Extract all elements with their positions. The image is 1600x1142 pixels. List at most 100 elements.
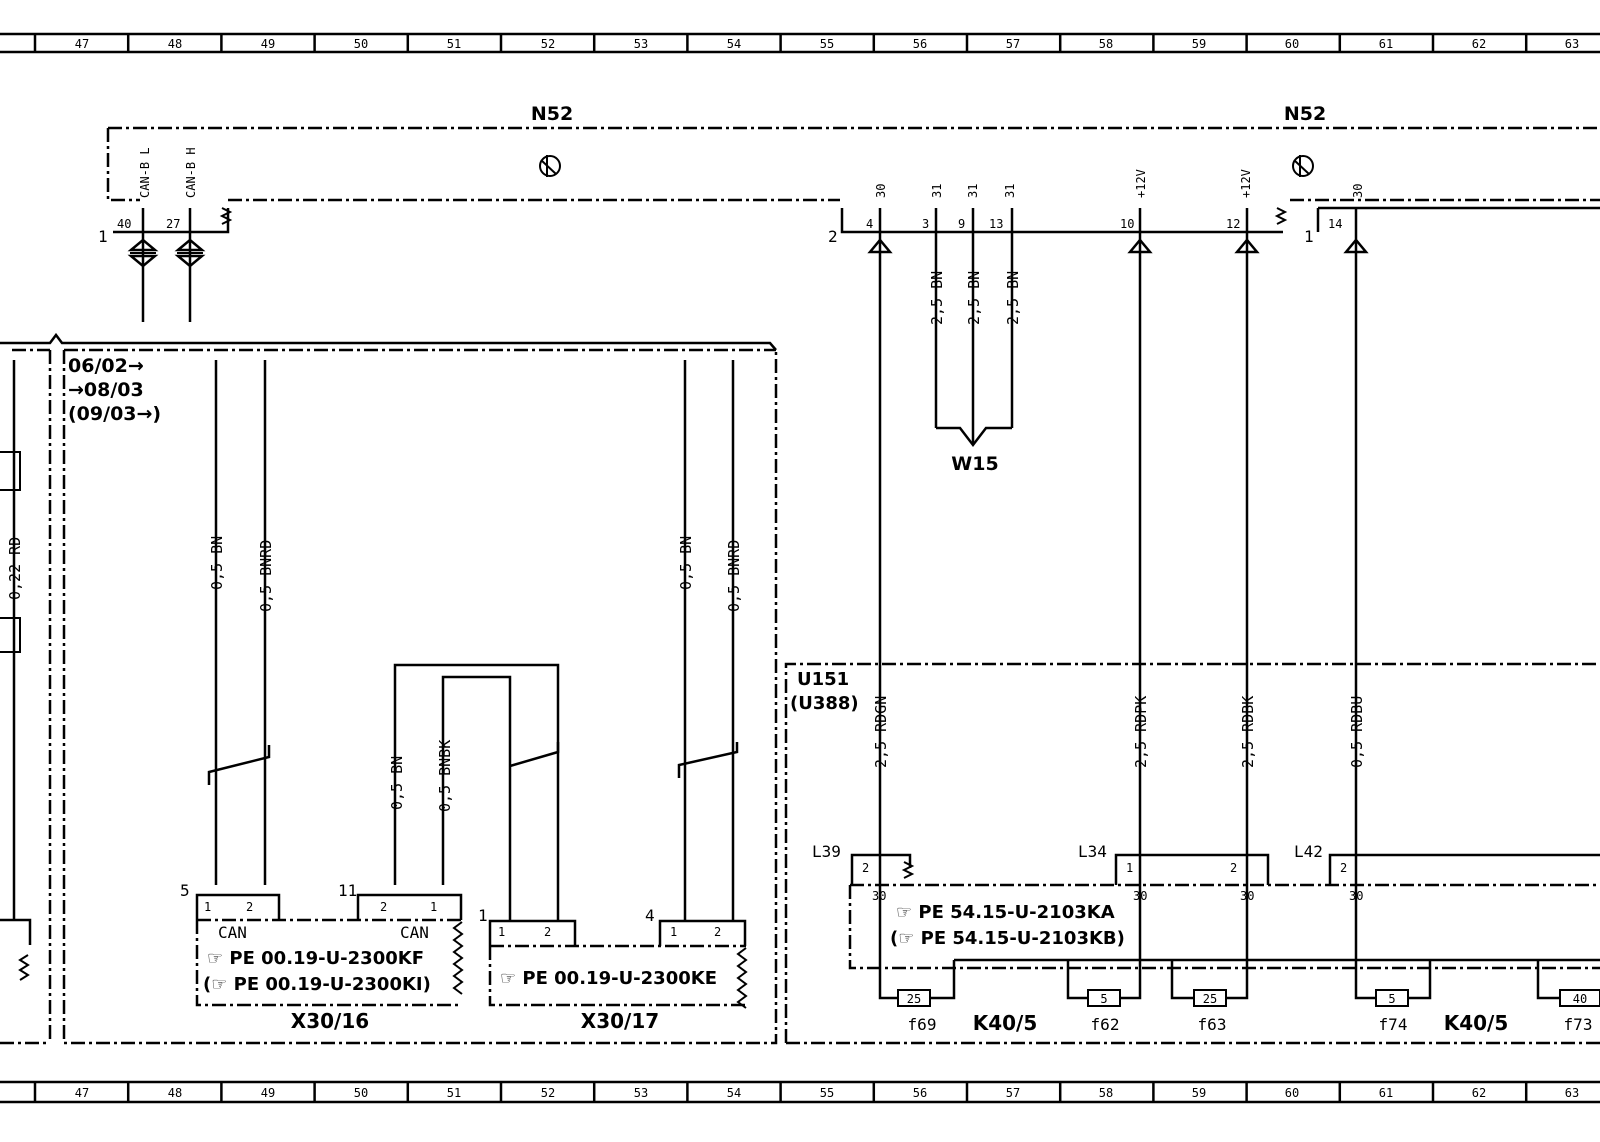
connector-label-l34: L34: [1078, 842, 1107, 861]
pin-number: 2: [714, 925, 721, 939]
ruler-number: 58: [1099, 37, 1113, 51]
pin-number: 2: [246, 900, 253, 914]
connector-number: 1: [478, 906, 488, 925]
pin-number: 10: [1120, 217, 1134, 231]
pin-number: 4: [866, 217, 873, 231]
ruler-number: 59: [1192, 1086, 1206, 1100]
pin-signal: CAN-B L: [138, 147, 152, 198]
fuse-rating: 5: [1100, 992, 1107, 1006]
wire-label: 2,5 BN: [1004, 271, 1022, 325]
can-bus-wires: [127, 208, 206, 322]
power-wires: 2,5 RDGN 2,5 RDPK 2,5 RDBK 0,5 RDBU: [867, 208, 1369, 885]
u388-label: (U388): [790, 693, 859, 714]
wire-label: 0,5 BNBK: [436, 740, 454, 812]
n52-label-right: N52: [1284, 103, 1326, 125]
ruler-number: 59: [1192, 37, 1206, 51]
connector-number: 5: [180, 881, 190, 900]
connector-number: 4: [645, 906, 655, 925]
ruler-number: 63: [1565, 1086, 1579, 1100]
ground-w15: 2,5 BN 2,5 BN 2,5 BN W15: [928, 208, 1022, 475]
ruler-number: 54: [727, 1086, 741, 1100]
pin-number: 2: [1230, 861, 1237, 875]
wire-label: 2,5 BN: [965, 271, 983, 325]
component-label-x30-16: X30/16: [291, 1009, 369, 1033]
ruler-number: 50: [354, 37, 368, 51]
ruler-number: 52: [541, 1086, 555, 1100]
component-label-x30-17: X30/17: [581, 1009, 659, 1033]
fuse-rating: 40: [1573, 992, 1587, 1006]
pin-signal: +12V: [1134, 169, 1148, 198]
wire-label: 2,5 RDPK: [1132, 696, 1150, 768]
pin-number: 1: [670, 925, 677, 939]
pin-number: 13: [989, 217, 1003, 231]
ruler-number: 47: [75, 37, 89, 51]
connector-label-l42: L42: [1294, 842, 1323, 861]
can-label: CAN: [400, 923, 429, 942]
connector-number: 1: [98, 227, 108, 246]
connector-number: 11: [338, 881, 357, 900]
ruler-number: 60: [1285, 37, 1299, 51]
w15-label: W15: [951, 453, 998, 475]
ruler-number: 49: [261, 37, 275, 51]
wire-label: 2,5 RDGN: [872, 696, 890, 768]
wire-label: 0,5 BN: [208, 536, 226, 590]
pin-signal: CAN-B H: [184, 147, 198, 198]
ruler-number: 62: [1472, 1086, 1486, 1100]
top-ruler: 47 48 49 50 51 52 53 54 55 56 57 58 59 6…: [0, 32, 1600, 54]
pin-number: 2: [544, 925, 551, 939]
fuse-name: f63: [1198, 1015, 1227, 1034]
pin-number: 9: [958, 217, 965, 231]
bottom-ruler: 47 48 49 50 51 52 53 54 55 56 57 58 59 6…: [0, 1080, 1600, 1104]
document-reference: (☞ PE 00.19-U-2300KI): [203, 974, 431, 995]
pin-number: 1: [430, 900, 437, 914]
wire-label: 0,5 BN: [677, 536, 695, 590]
ruler-number: 55: [820, 1086, 834, 1100]
transistor-symbol-icon: [539, 155, 561, 177]
fuse-rating: 5: [1388, 992, 1395, 1006]
pin-number: 1: [498, 925, 505, 939]
connector-number: 2: [828, 227, 838, 246]
fuse-name: f69: [908, 1015, 937, 1034]
pin-number: 2: [862, 861, 869, 875]
wire-label: 0,5 BN: [388, 756, 406, 810]
date-note: (09/03→): [68, 403, 161, 425]
pin-signal: 30: [874, 184, 888, 198]
pin-signal: 31: [1003, 184, 1017, 198]
pin-signal: 30: [1351, 184, 1365, 198]
wire-label: 0,5 BNRD: [257, 540, 275, 612]
ruler-number: 54: [727, 37, 741, 51]
pin-signal: 31: [966, 184, 980, 198]
date-note: 06/02→: [68, 355, 144, 377]
component-label-k40-5: K40/5: [1444, 1011, 1509, 1035]
pin-number: 2: [1340, 861, 1347, 875]
ruler-number: 63: [1565, 37, 1579, 51]
wire-label: 0,5 BNRD: [725, 540, 743, 612]
ruler-number: 52: [541, 37, 555, 51]
fuse-name: f74: [1379, 1015, 1408, 1034]
u151-fuse-box: U151 (U388) L39 L34 L42 2 1 2 2 30 30 30…: [784, 662, 1600, 1045]
document-reference: ☞ PE 54.15-U-2103KA: [896, 902, 1115, 923]
ruler-number: 53: [634, 1086, 648, 1100]
ruler-number: 51: [447, 1086, 461, 1100]
pin-signal: +12V: [1239, 169, 1253, 198]
component-label-k40-5: K40/5: [973, 1011, 1038, 1035]
transistor-symbol-icon: [1292, 155, 1314, 177]
ruler-number: 48: [168, 37, 182, 51]
u151-label: U151: [797, 669, 849, 690]
fuse-rating: 25: [1203, 992, 1217, 1006]
ruler-number: 55: [820, 37, 834, 51]
ruler-number: 56: [913, 1086, 927, 1100]
can-label: CAN: [218, 923, 247, 942]
n52-control-unit: N52 N52 1 40 27 CAN-B L CAN-B H 2 4 3 9 …: [98, 103, 1600, 246]
ruler-number: 53: [634, 37, 648, 51]
n52-label-left: N52: [531, 103, 573, 125]
ruler-number: 57: [1006, 37, 1020, 51]
date-note: →08/03: [68, 379, 144, 401]
wire-label: 0,5 RDBU: [1348, 696, 1366, 768]
fuse-name: f62: [1091, 1015, 1120, 1034]
ruler-number: 48: [168, 1086, 182, 1100]
ruler-number: 62: [1472, 37, 1486, 51]
connector-label-l39: L39: [812, 842, 841, 861]
ruler-number: 61: [1379, 1086, 1393, 1100]
